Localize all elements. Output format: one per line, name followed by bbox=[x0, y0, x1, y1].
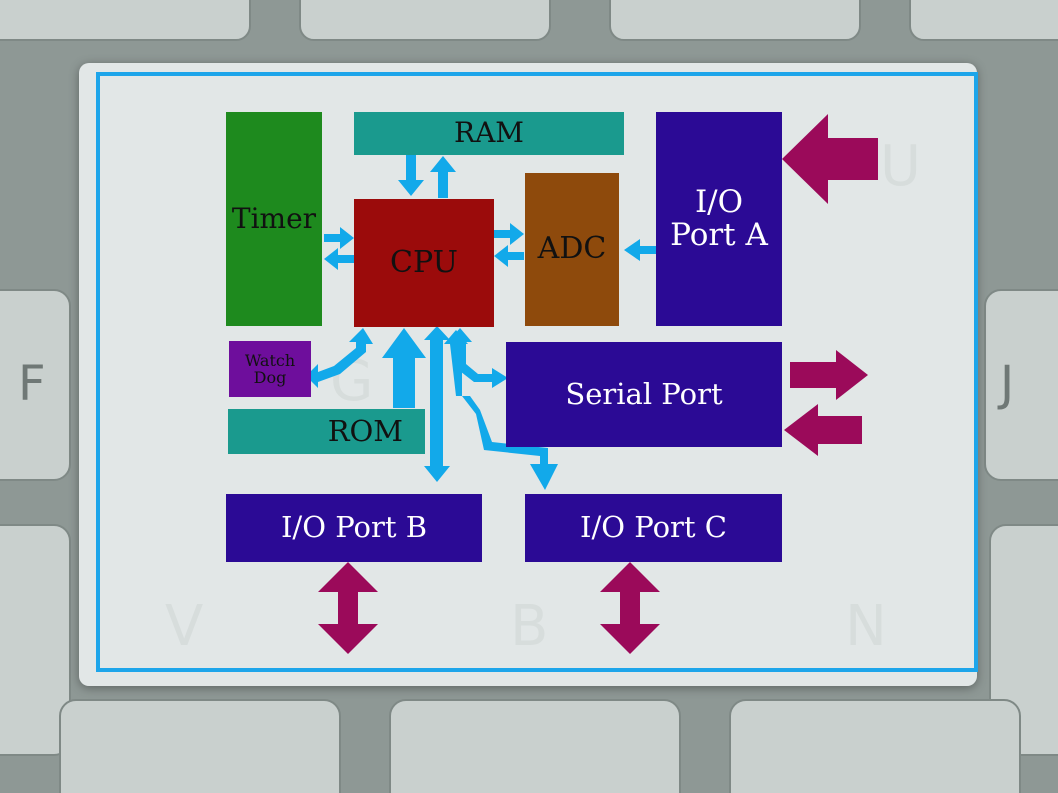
watch-dog-label-line2: Dog bbox=[253, 368, 287, 387]
serial-out-arrow bbox=[790, 350, 868, 400]
key-letter-n: N bbox=[845, 594, 887, 659]
key-letter-u: U bbox=[880, 134, 921, 199]
cpu-serial-arrow bbox=[448, 328, 508, 388]
key-letter-v: V bbox=[165, 594, 203, 659]
cpu-to-timer-arrow bbox=[324, 248, 354, 270]
ram-label: RAM bbox=[454, 116, 524, 150]
portb-external-arrow bbox=[318, 562, 378, 654]
ram-to-cpu-arrow bbox=[398, 152, 424, 196]
cpu-block: CPU bbox=[354, 199, 494, 327]
serial-port-label: Serial Port bbox=[565, 376, 723, 411]
cpu-portc-arrow bbox=[444, 330, 558, 490]
rom-block: ROM bbox=[228, 409, 425, 454]
rom-label: ROM bbox=[327, 413, 403, 448]
rom-to-cpu-arrow bbox=[382, 328, 426, 408]
slide-frame bbox=[96, 72, 978, 672]
io-port-c-label: I/O Port C bbox=[580, 510, 727, 545]
porta-to-adc-arrow bbox=[624, 239, 656, 261]
watch-dog-label-line1: Watch bbox=[244, 350, 296, 370]
adc-to-cpu-arrow bbox=[494, 245, 524, 267]
io-port-a-block: I/O Port A bbox=[656, 112, 782, 326]
portc-external-arrow bbox=[600, 562, 660, 654]
serial-in-arrow bbox=[784, 404, 862, 456]
io-port-a-label-line2: Port A bbox=[670, 217, 768, 253]
key-letter-b: B bbox=[510, 594, 548, 659]
adc-label: ADC bbox=[537, 231, 607, 267]
ram-block: RAM bbox=[354, 112, 624, 155]
io-port-c-block: I/O Port C bbox=[525, 494, 782, 562]
porta-external-arrow bbox=[782, 114, 878, 204]
cpu-portb-arrow bbox=[424, 326, 450, 482]
io-port-b-label: I/O Port B bbox=[280, 510, 428, 545]
io-port-b-block: I/O Port B bbox=[226, 494, 482, 562]
timer-block: Timer bbox=[226, 112, 322, 326]
adc-block: ADC bbox=[525, 173, 619, 326]
cpu-label: CPU bbox=[390, 244, 458, 280]
cpu-to-adc-arrow bbox=[494, 223, 524, 245]
timer-to-cpu-arrow bbox=[324, 227, 354, 249]
serial-port-block: Serial Port bbox=[506, 342, 782, 447]
io-port-a-label-line1: I/O bbox=[694, 183, 744, 220]
timer-label: Timer bbox=[231, 201, 317, 235]
key-letter-j: J bbox=[997, 356, 1014, 412]
cpu-to-ram-arrow bbox=[430, 156, 456, 198]
key-letter-f: F bbox=[18, 356, 46, 412]
cpu-watchdog-arrow bbox=[306, 328, 373, 388]
watch-dog-block: Watch Dog bbox=[229, 341, 311, 397]
